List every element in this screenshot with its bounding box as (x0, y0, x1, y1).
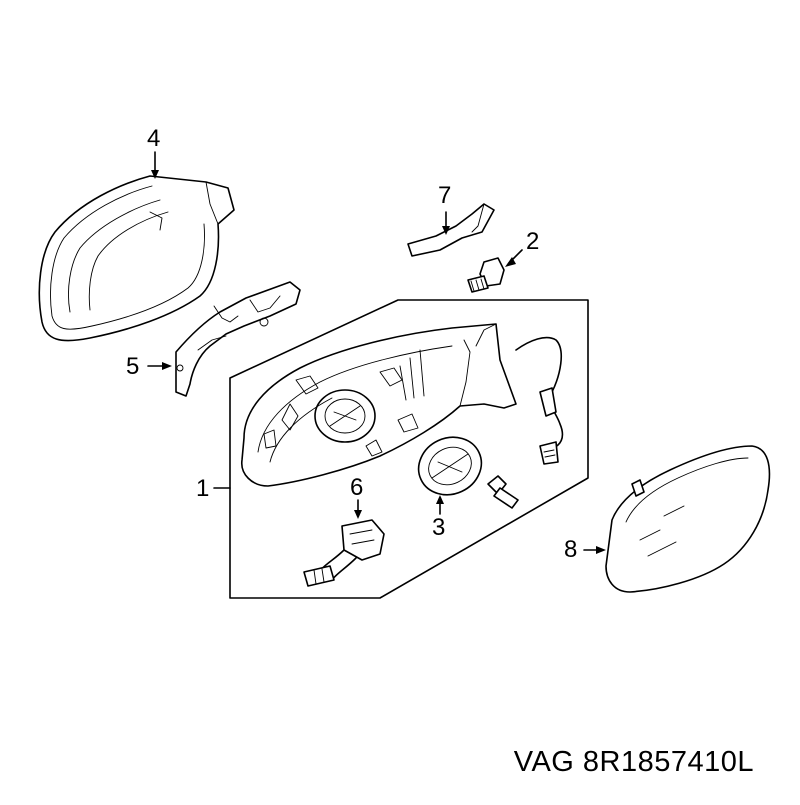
arrow-3 (436, 495, 444, 504)
part-6-indicator-lamp (303, 519, 385, 587)
callout-7: 7 (438, 182, 452, 209)
arrow-4 (151, 170, 159, 179)
part-8-mirror-glass (605, 445, 771, 593)
part-2-screw (467, 257, 505, 293)
part-5-trim-strip (175, 281, 301, 397)
part-1-harness (515, 336, 564, 465)
part-3-bolt (487, 475, 519, 509)
callout-1: 1 (196, 475, 210, 502)
assembly-frame (229, 299, 589, 599)
callout-8: 8 (564, 536, 578, 563)
arrow-2 (505, 257, 516, 267)
part-7-clip (407, 203, 495, 257)
part-3-adjuster-motor (417, 436, 483, 496)
callout-6: 6 (350, 474, 364, 501)
leader-lines (147, 151, 606, 554)
callout-2: 2 (526, 228, 540, 255)
arrow-5 (162, 362, 172, 370)
arrow-8 (596, 546, 606, 554)
arrow-6 (354, 510, 362, 519)
part-number-label: VAG 8R1857410L (513, 746, 754, 778)
part-1-mirror-housing (241, 323, 517, 487)
part-4-mirror-cover (38, 175, 235, 342)
arrow-7 (442, 226, 450, 235)
callout-4: 4 (147, 125, 161, 152)
callout-3: 3 (432, 514, 446, 541)
callout-5: 5 (126, 353, 140, 380)
